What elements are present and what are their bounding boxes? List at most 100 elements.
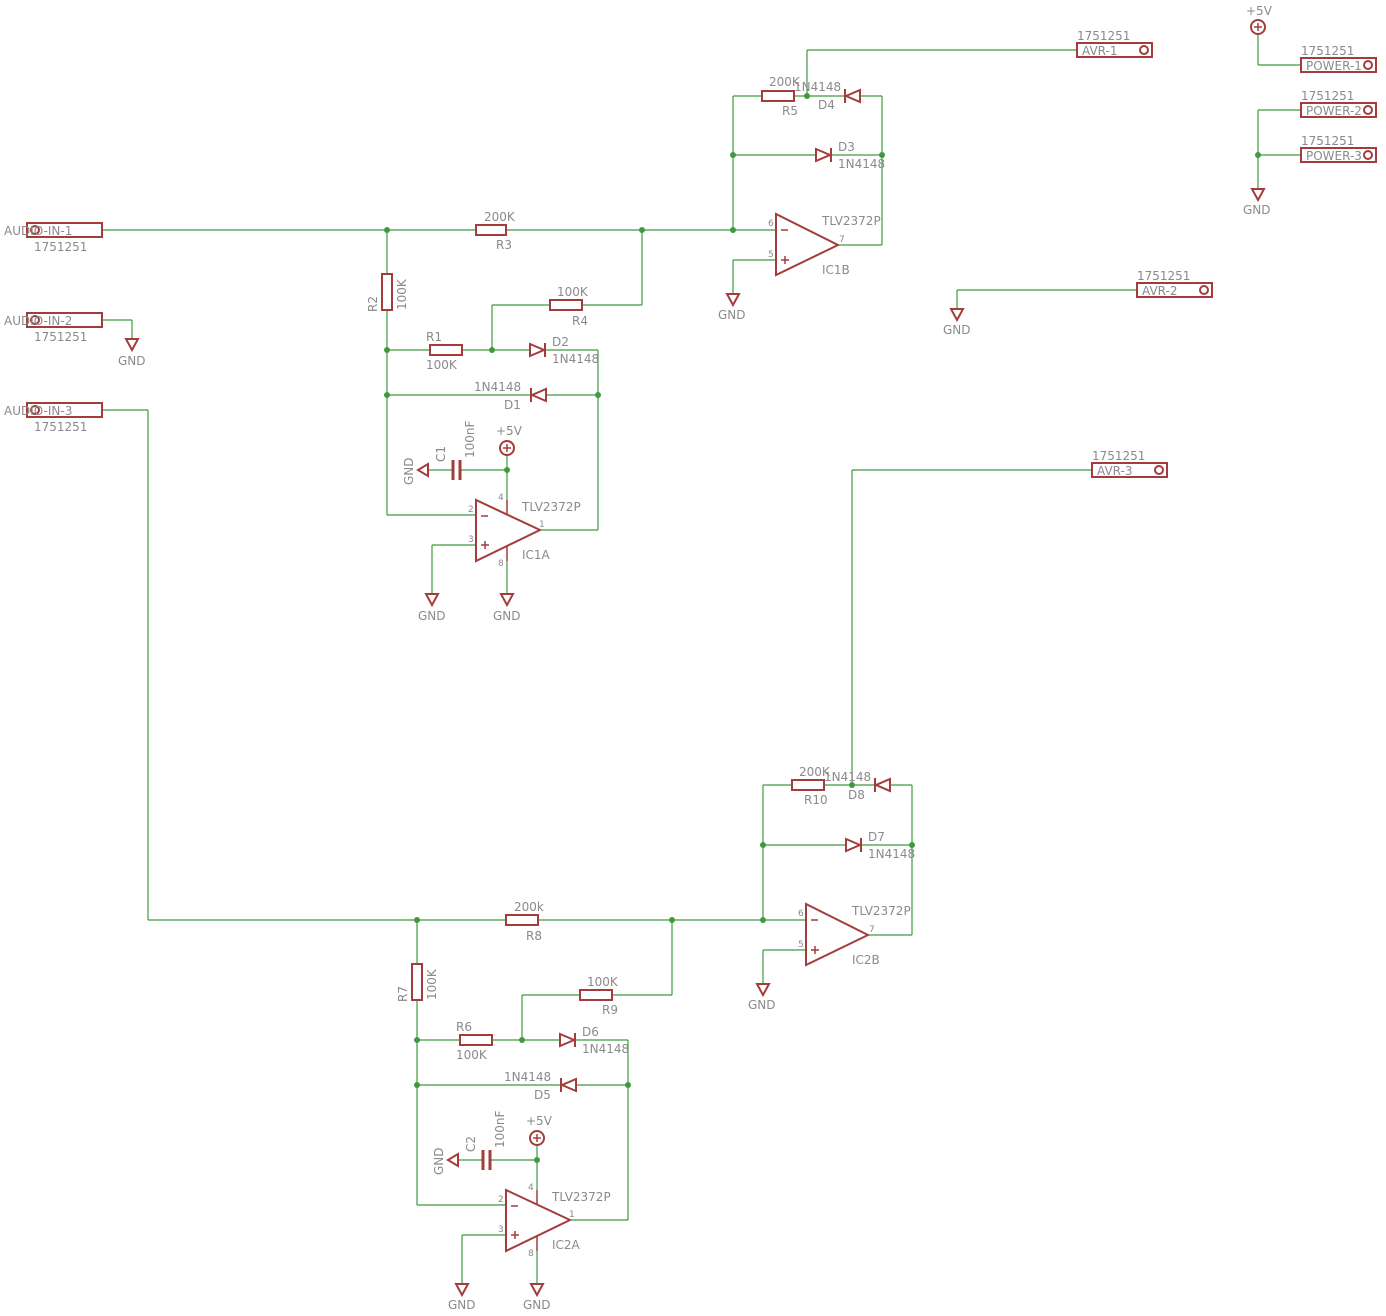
- diode-name: D6: [582, 1025, 599, 1039]
- connector-name: AUDIO-IN-2: [4, 314, 72, 328]
- diode-value: 1N4148: [824, 770, 871, 784]
- gnd-label: GND: [748, 998, 776, 1012]
- pin-label: 2: [468, 505, 474, 515]
- diode-d6: D6 1N4148: [559, 1025, 629, 1056]
- vcc-symbol-power: +5V: [1246, 4, 1273, 35]
- gnd-label: GND: [432, 1147, 446, 1175]
- resistor-name: R3: [496, 238, 512, 252]
- vcc-label: +5V: [496, 424, 523, 438]
- resistor-r6: R6 100K: [456, 1020, 493, 1062]
- resistor-name: R5: [782, 104, 798, 118]
- resistor-value: 100K: [426, 358, 458, 372]
- connector-name: AUDIO-IN-3: [4, 404, 72, 418]
- diode-name: D7: [868, 830, 885, 844]
- resistor-name: R6: [456, 1020, 472, 1034]
- diode-name: D4: [818, 98, 835, 112]
- opamp-value: TLV2372P: [521, 500, 581, 514]
- resistor-r1: R1 100K: [426, 330, 463, 372]
- connector-avr-3: AVR-3 1751251: [1091, 449, 1168, 478]
- gnd-symbol-c2: GND: [432, 1147, 459, 1175]
- connector-name: POWER-1: [1306, 59, 1362, 73]
- resistor-value: 200K: [769, 75, 801, 89]
- diode-name: D1: [504, 398, 521, 412]
- connector-name: AVR-2: [1142, 284, 1177, 298]
- connector-power-1: POWER-1 1751251: [1300, 44, 1377, 73]
- junctions: [384, 93, 1261, 1163]
- vcc-label: +5V: [526, 1114, 553, 1128]
- diode-d1: 1N4148 D1: [474, 380, 547, 412]
- resistor-name: R10: [804, 793, 828, 807]
- gnd-symbol-ic1a-plus: GND: [418, 593, 446, 623]
- gnd-label: GND: [523, 1298, 551, 1312]
- resistor-r5: 200K R5: [761, 75, 801, 118]
- connector-part: 1751251: [1077, 29, 1130, 43]
- resistor-r4: 100K R4: [549, 285, 589, 328]
- resistor-value: 100K: [557, 285, 589, 299]
- gnd-symbol-avr-2: GND: [943, 308, 971, 337]
- resistor-name: R9: [602, 1003, 618, 1017]
- vcc-label: +5V: [1246, 4, 1273, 18]
- gnd-label: GND: [402, 457, 416, 485]
- diode-name: D5: [534, 1088, 551, 1102]
- pin-label: 5: [798, 940, 804, 950]
- resistor-value: 100K: [425, 968, 439, 1000]
- diode-d3: D3 1N4148: [815, 140, 885, 171]
- resistor-r10: 200K R10: [791, 765, 831, 807]
- connector-audio-in-1: AUDIO-IN-1 1751251: [4, 222, 103, 254]
- capacitor-c2: C2 100nF: [464, 1110, 507, 1170]
- gnd-symbol-ic1a-vee: GND: [493, 593, 521, 623]
- vcc-symbol-c1: +5V: [496, 424, 523, 456]
- gnd-symbol-ic1b: GND: [718, 293, 746, 322]
- resistor-value: 200K: [484, 210, 516, 224]
- capacitor-c1: C1 100nF: [434, 420, 477, 480]
- diode-name: D8: [848, 788, 865, 802]
- vcc-symbol-c2: +5V: [526, 1114, 553, 1146]
- gnd-label: GND: [1243, 203, 1271, 217]
- opamp-value: TLV2372P: [551, 1190, 611, 1204]
- resistor-name: R8: [526, 929, 542, 943]
- opamp-name: IC1B: [822, 263, 850, 277]
- opamp-name: IC1A: [522, 548, 551, 562]
- opamp-name: IC2B: [852, 953, 880, 967]
- diode-name: D2: [552, 335, 569, 349]
- resistor-name: R1: [426, 330, 442, 344]
- diode-value: 1N4148: [504, 1070, 551, 1084]
- pin-label: 4: [498, 493, 504, 503]
- connector-audio-in-3: AUDIO-IN-3 1751251: [4, 402, 103, 434]
- gnd-label: GND: [943, 323, 971, 337]
- resistor-r9: 100K R9: [579, 975, 619, 1017]
- gnd-symbol-c1: GND: [402, 457, 429, 485]
- pin-label: 6: [768, 219, 774, 229]
- connector-name: AVR-3: [1097, 464, 1132, 478]
- pin-label: 6: [798, 909, 804, 919]
- connector-name: POWER-3: [1306, 149, 1362, 163]
- resistor-r7: R7 100K: [396, 963, 439, 1002]
- gnd-label: GND: [418, 609, 446, 623]
- resistor-r8: 200k R8: [505, 900, 544, 943]
- connector-part: 1751251: [1137, 269, 1190, 283]
- resistor-r2: R2 100K: [366, 273, 409, 312]
- gnd-symbol-ic2a-vee: GND: [523, 1283, 551, 1312]
- pin-label: 8: [498, 559, 504, 569]
- resistor-value: 100K: [456, 1048, 488, 1062]
- pin-label: 1: [539, 520, 545, 530]
- opamp-ic1a: 2 3 1 4 8 TLV2372P IC1A: [468, 493, 581, 569]
- connector-part: 1751251: [34, 330, 87, 344]
- diode-d4: 1N4148 D4: [794, 80, 861, 112]
- connector-part: 1751251: [1301, 134, 1354, 148]
- connector-avr-2: AVR-2 1751251: [1136, 269, 1213, 298]
- connector-part: 1751251: [1301, 44, 1354, 58]
- connector-part: 1751251: [1092, 449, 1145, 463]
- diode-value: 1N4148: [794, 80, 841, 94]
- opamp-value: TLV2372P: [851, 904, 911, 918]
- diode-value: 1N4148: [474, 380, 521, 394]
- connector-part: 1751251: [34, 420, 87, 434]
- pin-label: 5: [768, 250, 774, 260]
- diode-d8: 1N4148 D8: [824, 770, 891, 802]
- diode-value: 1N4148: [552, 352, 599, 366]
- diode-value: 1N4148: [838, 157, 885, 171]
- pin-label: 7: [839, 235, 845, 245]
- resistor-r3: 200K R3: [475, 210, 516, 252]
- opamp-ic1b: 6 5 7 TLV2372P IC1B: [768, 212, 881, 277]
